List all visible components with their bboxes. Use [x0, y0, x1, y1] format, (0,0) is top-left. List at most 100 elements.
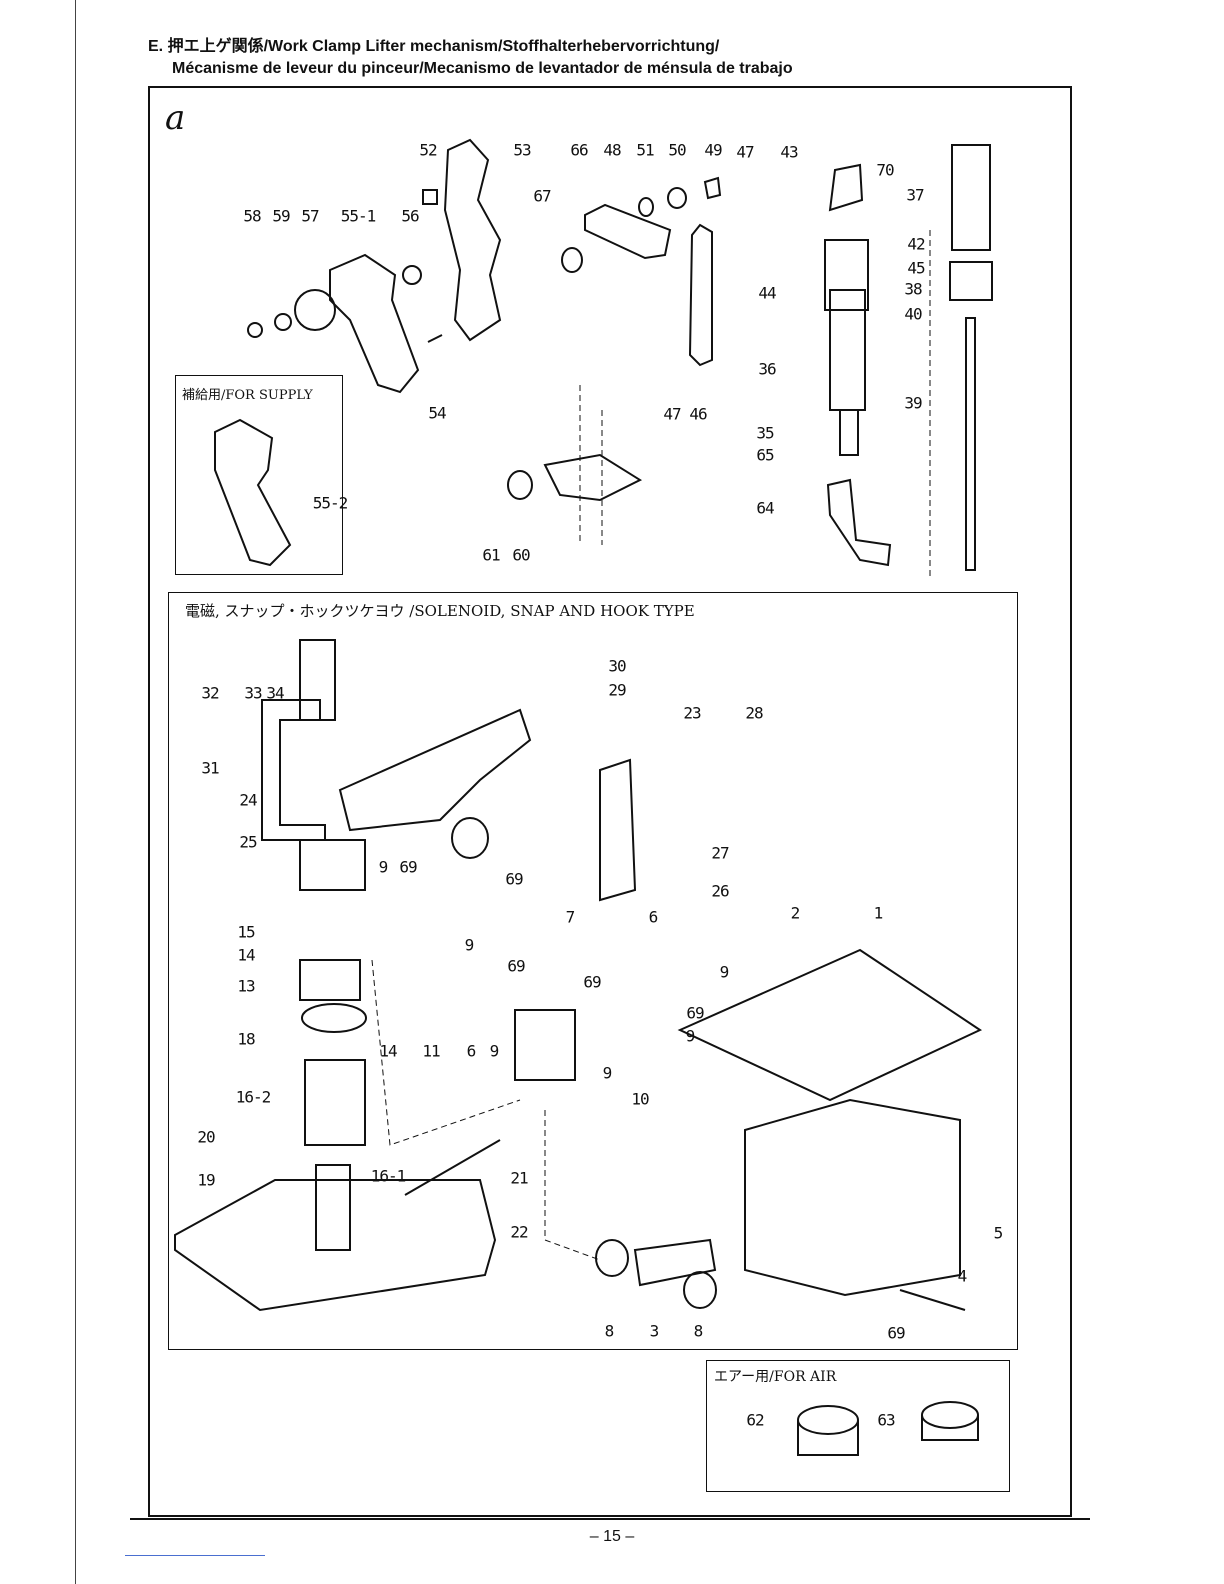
solenoid-box [168, 592, 1018, 1350]
callout-label: 37 [906, 185, 924, 205]
callout-label: 69 [399, 857, 417, 877]
callout-label: 25 [239, 832, 257, 852]
callout-label: 39 [904, 393, 922, 413]
callout-label: 9 [719, 962, 730, 982]
callout-label: 67 [533, 186, 551, 206]
collar-60-shape [507, 470, 533, 500]
callout-label: 55-2 [312, 493, 349, 513]
callout-label: 56 [401, 206, 419, 226]
callout-label: 49 [704, 140, 722, 160]
callout-label: 22 [510, 1222, 528, 1242]
collar-25-shape [451, 817, 489, 859]
callout-label: 42 [907, 234, 925, 254]
callout-label: 32 [201, 683, 219, 703]
callout-label: 31 [201, 758, 219, 778]
callout-label: 33 [244, 683, 262, 703]
stud-assembly-shape [543, 453, 643, 502]
callout-label: 19 [197, 1170, 215, 1190]
callout-label: 26 [711, 881, 729, 901]
callout-label: 6 [648, 907, 659, 927]
callout-label: 47 [663, 404, 681, 424]
screw-54-shape [427, 334, 443, 343]
callout-label: 63 [877, 1410, 895, 1430]
screw-37-shape [951, 144, 991, 251]
callout-label: 61 [482, 545, 500, 565]
callout-label: 53 [513, 140, 531, 160]
washer-51-shape [638, 197, 654, 217]
solenoid-1-shape [744, 1098, 961, 1297]
cap-62-body-shape [797, 1420, 859, 1456]
callout-label: 6 [466, 1041, 477, 1061]
link-46-shape [688, 223, 713, 367]
callout-label: 69 [507, 956, 525, 976]
callout-label: 59 [272, 206, 290, 226]
callout-label: 16-2 [235, 1087, 272, 1107]
cap-63-body-shape [921, 1415, 979, 1441]
pin-4-shape [899, 1289, 966, 1311]
callout-label: 16-1 [370, 1166, 407, 1186]
callout-label: 69 [505, 869, 523, 889]
solenoid-label: 電磁, スナップ・ホックツケヨウ /SOLENOID, SNAP AND HOO… [185, 602, 695, 620]
cap-shape [299, 839, 366, 891]
link-3-shape [633, 1238, 717, 1287]
arm-24-shape [338, 708, 532, 832]
callout-label: 44 [758, 283, 776, 303]
collar-8-b-shape [683, 1271, 717, 1309]
callout-label: 28 [745, 703, 763, 723]
lever-10-shape [514, 1009, 576, 1081]
callout-label: 9 [378, 857, 389, 877]
base-plate-shape [174, 1179, 497, 1312]
nut-52-shape [422, 189, 438, 205]
callout-label: 66 [570, 140, 588, 160]
cam-plate-55-2-shape [214, 418, 292, 567]
callout-label: 69 [887, 1323, 905, 1343]
collar-56-shape [402, 265, 422, 285]
callout-label: 2 [790, 903, 801, 923]
callout-label: 9 [602, 1063, 613, 1083]
callout-label: 9 [685, 1026, 696, 1046]
callout-label: 55-1 [340, 206, 377, 226]
callout-label: 7 [565, 907, 576, 927]
dash-axis-8 [544, 1110, 601, 1261]
foot-64-shape [826, 478, 892, 567]
collar-42-shape [824, 239, 869, 311]
callout-label: 10 [631, 1089, 649, 1109]
lever-26-shape [599, 758, 637, 902]
callout-label: 8 [604, 1321, 615, 1341]
callout-label: 69 [686, 1003, 704, 1023]
callout-label: 60 [512, 545, 530, 565]
callout-label: 13 [237, 976, 255, 996]
washer-50-shape [667, 187, 687, 209]
callout-label: 64 [756, 498, 774, 518]
callout-label: 36 [758, 359, 776, 379]
callout-label: 14 [237, 945, 255, 965]
shaft-35-shape [839, 409, 859, 456]
callout-label: 47 [736, 142, 754, 162]
callout-label: 4 [957, 1266, 968, 1286]
callout-label: 35 [756, 423, 774, 443]
cam-plate-shape [329, 253, 420, 394]
cap-63-shape [921, 1401, 979, 1429]
callout-label: 51 [636, 140, 654, 160]
callout-label: 14 [379, 1041, 397, 1061]
callout-label: 23 [683, 703, 701, 723]
callout-label: 40 [904, 304, 922, 324]
callout-label: 70 [876, 160, 894, 180]
callout-label: 58 [243, 206, 261, 226]
callout-label: 43 [780, 142, 798, 162]
title-line-2: Mécanisme de leveur du pinceur/Mecanismo… [172, 60, 793, 77]
lever-53-shape [443, 138, 502, 342]
ring-18-shape [301, 1003, 367, 1033]
callout-label: 18 [237, 1029, 255, 1049]
corner-handwritten-mark: a [165, 98, 186, 138]
callout-label: 45 [907, 258, 925, 278]
callout-label: 34 [266, 683, 284, 703]
callout-label: 46 [689, 404, 707, 424]
post-16-1-shape [315, 1164, 351, 1251]
callout-label: 15 [237, 922, 255, 942]
footer-link-line [125, 1555, 265, 1556]
collar-8-a-shape [595, 1239, 629, 1277]
callout-label: 38 [904, 279, 922, 299]
for-air-box [706, 1360, 1010, 1492]
